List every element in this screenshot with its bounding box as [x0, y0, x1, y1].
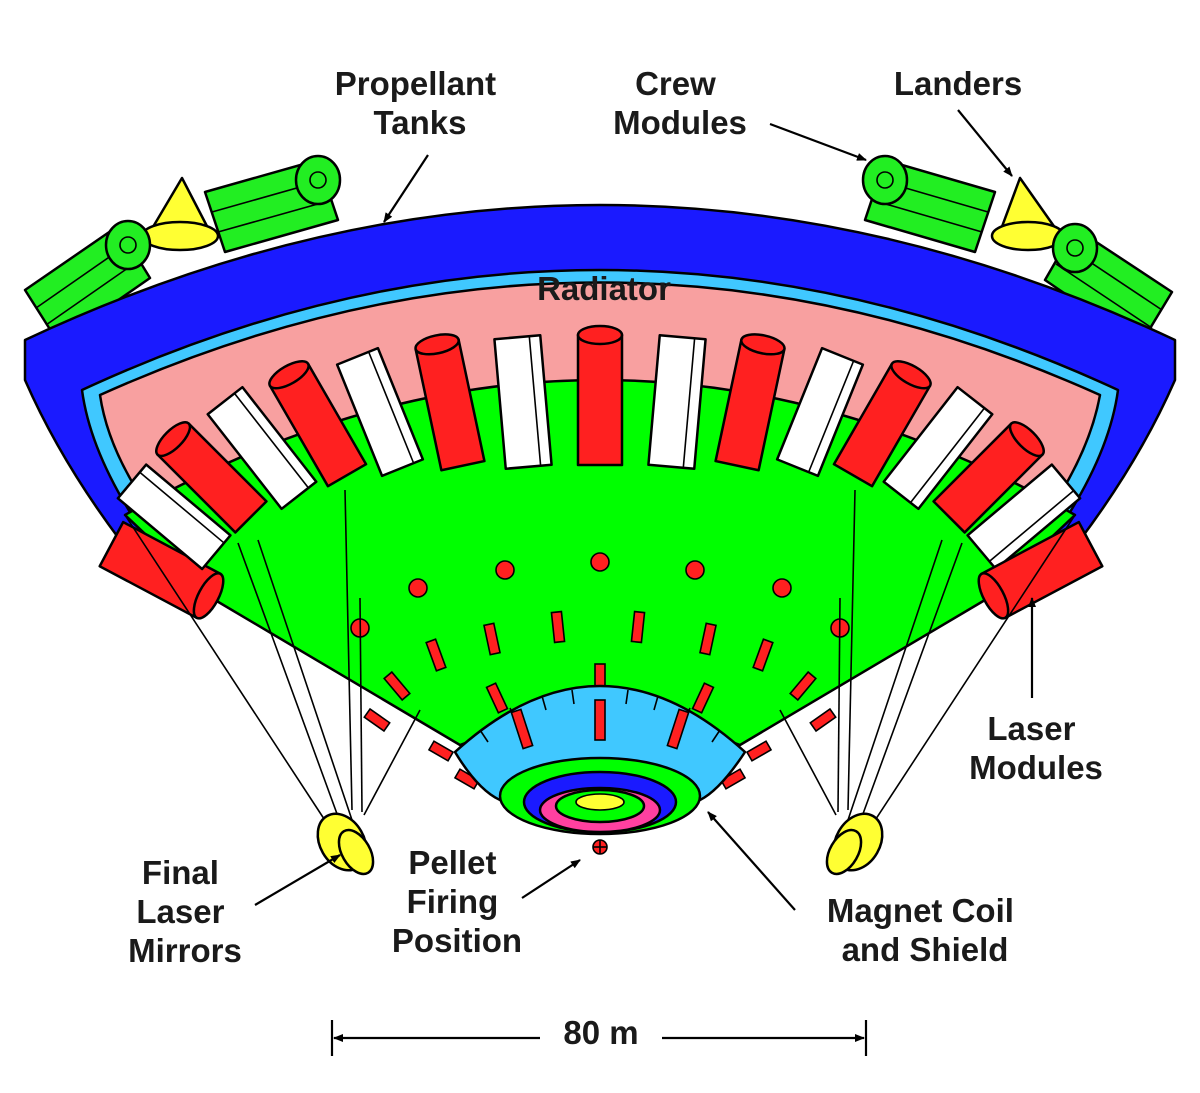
crew-module-left-front: [23, 219, 152, 344]
scale-bar: 80 m: [330, 1014, 868, 1056]
crew-module-right-rear: [861, 154, 997, 254]
laser-module: [576, 324, 624, 467]
leader-propellant-tanks: [383, 154, 429, 223]
crew-module-right-front: [1043, 222, 1174, 347]
cone-red-pegs: [363, 610, 837, 790]
laser-module: [493, 333, 553, 471]
label-laser-modules: Laser Modules: [969, 710, 1103, 786]
label-crew-modules: Crew Modules: [613, 65, 747, 141]
laser-module: [116, 463, 232, 571]
lander-right: [990, 176, 1066, 252]
beam-struts-right: [779, 489, 1076, 829]
label-final-laser-mirrors: Final Laser Mirrors: [128, 854, 242, 969]
label-landers: Landers: [894, 65, 1022, 102]
laser-modules: [98, 324, 1104, 620]
label-radiator: Radiator: [537, 270, 671, 307]
beam-struts-left: [124, 489, 421, 829]
final-laser-mirror-left: [316, 812, 375, 876]
laser-module: [977, 520, 1104, 620]
scale-label: 80 m: [563, 1014, 638, 1051]
laser-module: [155, 421, 268, 534]
laser-module: [966, 463, 1082, 571]
magnet-coil-and-shield: [453, 684, 747, 836]
leader-landers: [957, 109, 1013, 177]
laser-module: [98, 520, 225, 620]
label-propellant-tanks: Propellant Tanks: [335, 65, 506, 141]
laser-module: [832, 360, 932, 488]
laser-module: [335, 346, 425, 478]
label-magnet-coil-and-shield: Magnet Coil and Shield: [827, 892, 1023, 968]
laser-module: [932, 421, 1045, 534]
leader-magnet-coil: [707, 811, 796, 911]
laser-module: [882, 385, 994, 511]
pellet: [592, 839, 608, 855]
laser-module: [268, 360, 368, 488]
leader-final-laser-mirrors: [254, 854, 341, 906]
label-pellet-firing-position: Pellet Firing Position: [392, 844, 522, 959]
final-laser-mirror-right: [825, 812, 884, 876]
leader-pellet-firing-position: [521, 859, 581, 899]
lander-left: [140, 176, 220, 252]
crew-module-left-rear: [203, 154, 342, 254]
laser-module: [714, 333, 786, 472]
laser-module: [206, 385, 318, 511]
laser-module: [775, 346, 865, 478]
leader-crew-modules: [769, 122, 867, 162]
laser-module: [414, 333, 486, 472]
laser-module: [647, 333, 707, 471]
cone-red-dots: [350, 552, 850, 638]
